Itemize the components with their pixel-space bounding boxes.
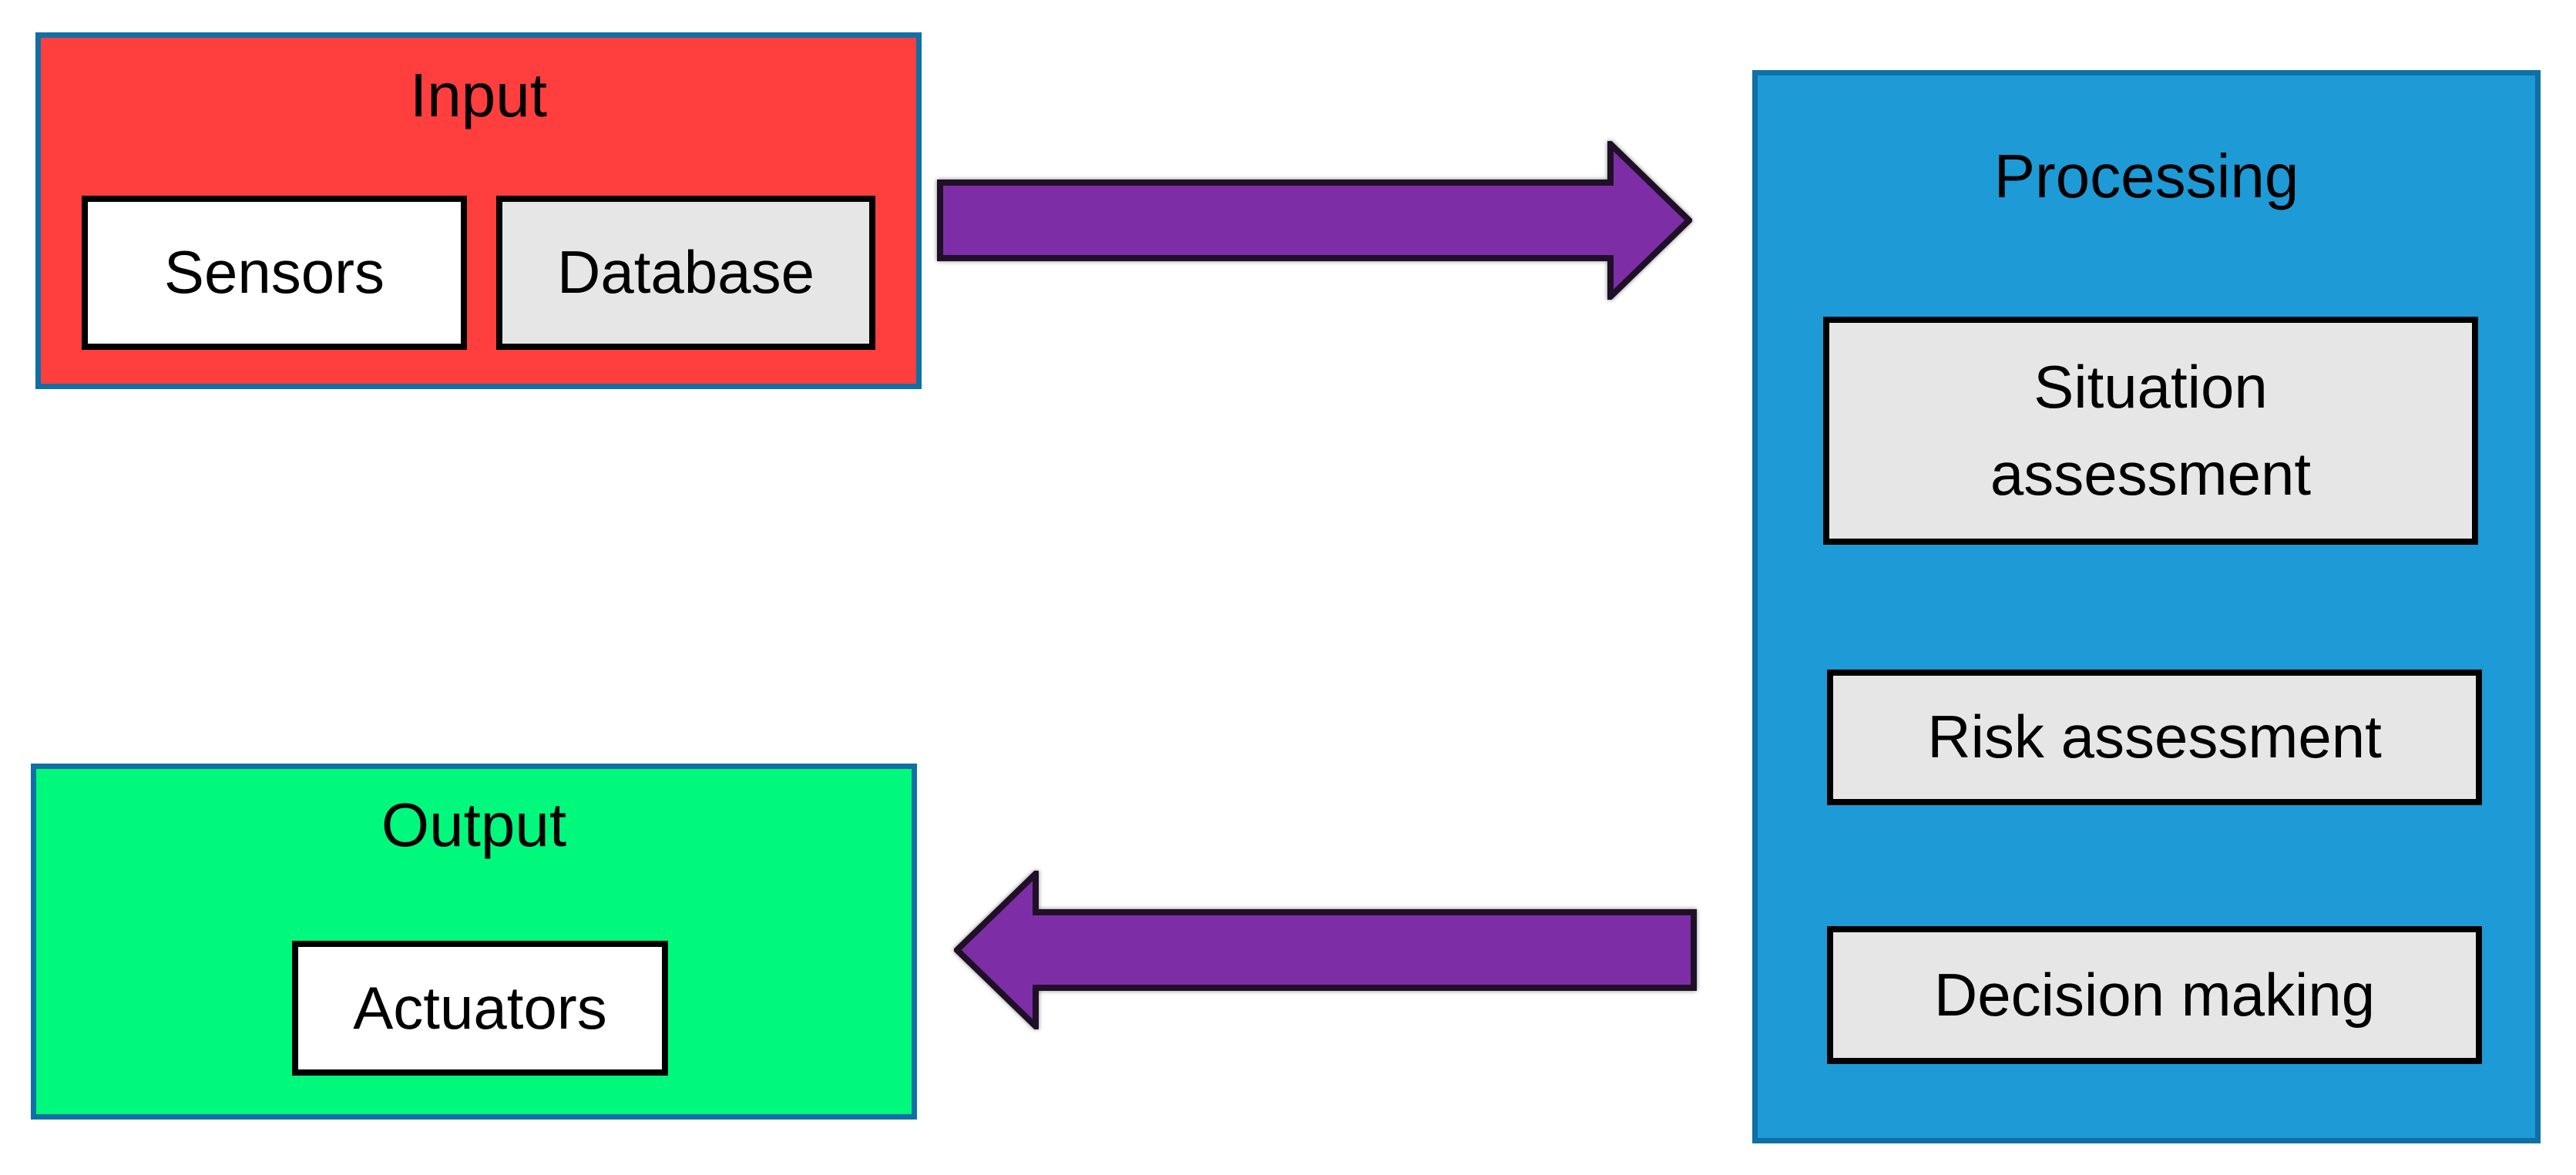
node-risk-assessment-label: Risk assessment <box>1927 703 2382 771</box>
node-sensors: Sensors <box>82 196 467 350</box>
node-actuators-label: Actuators <box>353 973 607 1042</box>
input-group-title: Input <box>410 61 547 129</box>
arrow-input-to-processing-icon <box>937 141 1692 300</box>
processing-group: Processing Situation assessment Risk ass… <box>1752 70 2541 1143</box>
output-group-title: Output <box>381 791 567 859</box>
arrow-processing-to-output-icon <box>954 871 1697 1029</box>
processing-group-title: Processing <box>1993 142 2299 210</box>
node-sensors-label: Sensors <box>163 238 385 307</box>
node-risk-assessment: Risk assessment <box>1827 670 2482 805</box>
input-group: Input Sensors Database <box>35 32 922 389</box>
node-situation-assessment-label: Situation assessment <box>1990 352 2312 508</box>
node-decision-making: Decision making <box>1827 926 2482 1064</box>
node-decision-making-label: Decision making <box>1933 960 2376 1029</box>
node-database: Database <box>496 196 875 350</box>
node-actuators: Actuators <box>292 941 668 1076</box>
node-situation-assessment: Situation assessment <box>1823 317 2478 545</box>
node-database-label: Database <box>557 238 814 307</box>
output-group: Output Actuators <box>31 764 917 1120</box>
